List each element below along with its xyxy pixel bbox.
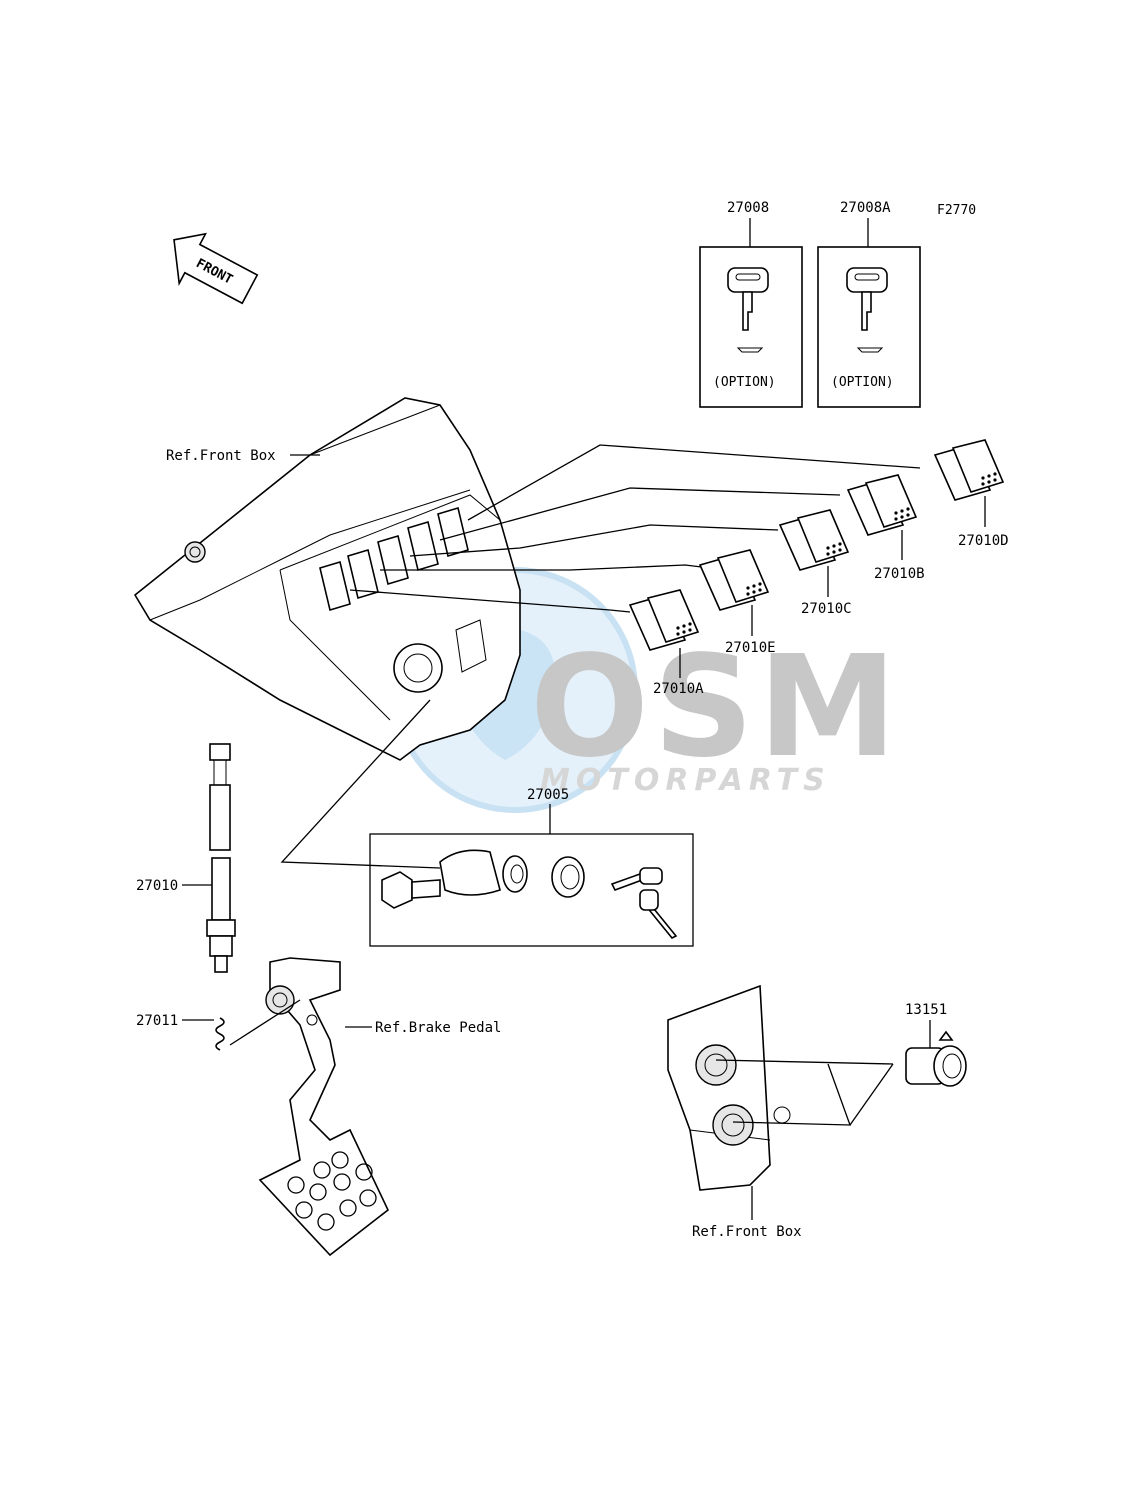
switch-27010A: [628, 589, 700, 651]
brake-switch-icon: [206, 743, 236, 973]
switch-leaders: [349, 444, 921, 613]
brake-pedal-icon: [258, 957, 389, 1257]
ref-front-box-top: Ref.Front Box: [166, 448, 276, 464]
switch-27010C: [778, 509, 850, 571]
switch-27010E: [698, 549, 770, 611]
option-note: (OPTION): [831, 375, 894, 390]
spring-label: 27011: [136, 1013, 178, 1029]
option-part-label: 27008A: [840, 200, 891, 216]
option-box-27008A: 27008A (OPTION): [817, 200, 921, 408]
option-note: (OPTION): [713, 375, 776, 390]
switch-label-27010E: 27010E: [725, 640, 776, 656]
figure-code: F2770: [937, 203, 976, 218]
switch-label-27010C: 27010C: [801, 601, 852, 617]
lower-front-box: [667, 984, 791, 1191]
front-arrow-icon: FRONT: [173, 232, 259, 305]
socket-label: 13151: [905, 1002, 947, 1018]
lock-nut-icon: [551, 856, 585, 898]
key-icon: [846, 267, 888, 353]
switch-label-27010D: 27010D: [958, 533, 1009, 549]
switch-slots: [319, 506, 469, 612]
switch-27010D: [933, 439, 1005, 501]
switch-27010B: [846, 474, 918, 536]
watermark-brand: OSM: [530, 626, 901, 789]
option-box-27008: 27008 (OPTION): [699, 200, 803, 408]
ignition-switch-icon: [381, 849, 528, 909]
option-part-label: 27008: [727, 200, 769, 216]
ignition-part-label: 27005: [527, 787, 569, 803]
socket-icon: [905, 1030, 967, 1087]
ref-brake-pedal: Ref.Brake Pedal: [375, 1020, 501, 1036]
spring-icon: [215, 1017, 225, 1051]
switch-label-27010A: 27010A: [653, 681, 704, 697]
keys-icon: [610, 867, 678, 940]
switch-label-27010B: 27010B: [874, 566, 925, 582]
front-box-panel: [133, 397, 521, 761]
brake-switch-label: 27010: [136, 878, 178, 894]
key-icon: [727, 267, 769, 353]
ref-front-box-bottom: Ref.Front Box: [692, 1224, 802, 1240]
watermark-sub: MOTORPARTS: [540, 763, 831, 798]
ignition-assembly-box: [369, 833, 694, 947]
